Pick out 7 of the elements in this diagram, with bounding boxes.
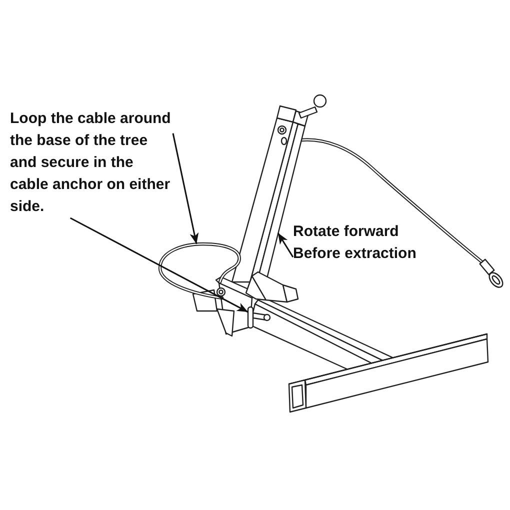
instruction-note: Rotate forward Before extraction — [293, 221, 421, 265]
cable-loop — [158, 242, 241, 300]
anchor-pin — [247, 306, 271, 329]
leader-arrow — [277, 232, 294, 258]
leader-arrow — [172, 133, 199, 244]
instruction-note: Loop the cable around the base of the tree and secure in the cable anchor on either side. — [10, 108, 173, 218]
leader-arrow — [70, 217, 248, 313]
